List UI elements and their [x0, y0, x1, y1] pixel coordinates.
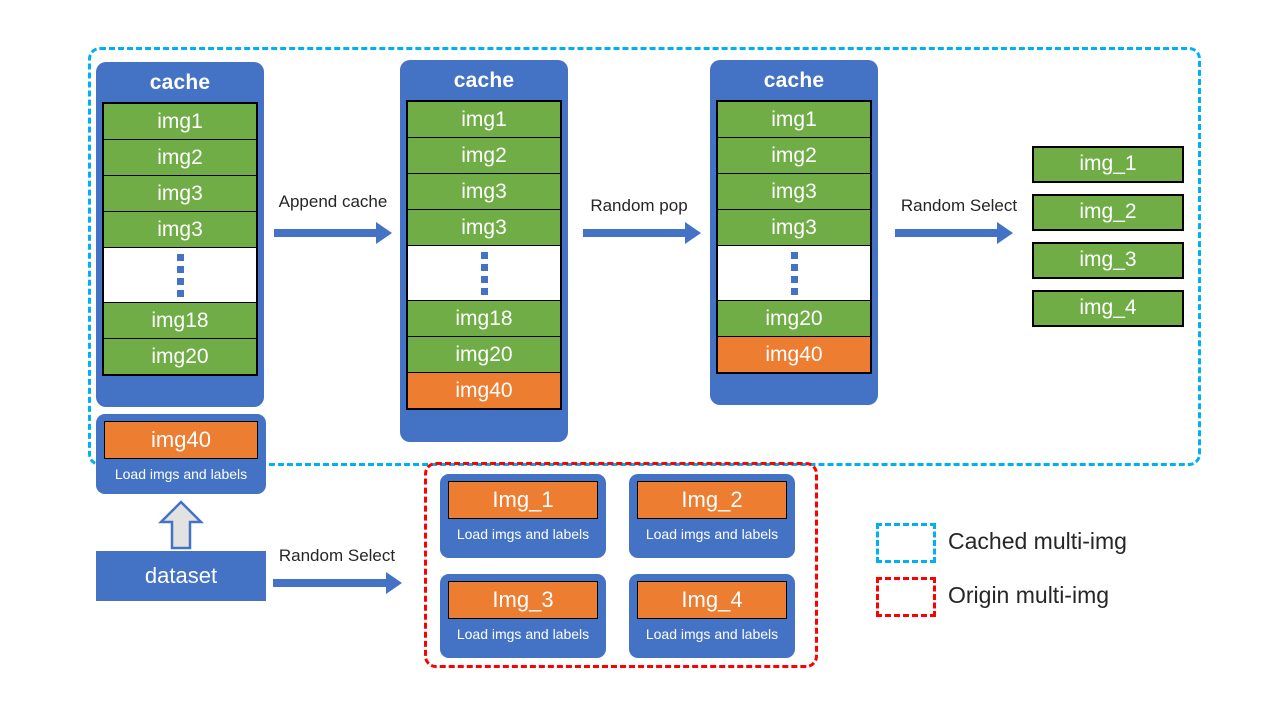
cache-row[interactable]: img1	[103, 103, 257, 140]
cache-row-new[interactable]: img40	[407, 372, 561, 409]
arrow-append-cache	[274, 222, 392, 244]
arrow-random-pop	[583, 222, 701, 244]
legend-swatch-cached	[876, 523, 936, 563]
cache-stage-1[interactable]: cache img1 img2 img3 img3 img18 img20	[96, 62, 264, 407]
arrow-label-random-select-bottom: Random Select	[278, 546, 396, 565]
origin-loader-card[interactable]: Img_3 Load imgs and labels	[440, 574, 606, 658]
cache-row[interactable]: img3	[717, 209, 871, 246]
cache-row[interactable]: img18	[103, 302, 257, 339]
vertical-ellipsis-icon	[480, 251, 488, 295]
loader-caption: Load imgs and labels	[456, 526, 590, 542]
selected-output-chip[interactable]: img_1	[1032, 146, 1184, 183]
arrow-random-select-top	[895, 222, 1013, 244]
arrow-random-select-bottom	[273, 572, 403, 594]
cache-row[interactable]: img18	[407, 300, 561, 337]
selected-output-chip[interactable]: img_4	[1032, 290, 1184, 327]
loader-thumb: Img_3	[448, 581, 598, 619]
loader-thumb: Img_2	[637, 481, 787, 519]
dataset-box[interactable]: dataset	[96, 551, 266, 601]
origin-loader-card[interactable]: Img_4 Load imgs and labels	[629, 574, 795, 658]
vertical-ellipsis-icon	[790, 251, 798, 295]
cache-row[interactable]: img1	[717, 101, 871, 138]
arrow-label-random-select-top: Random Select	[900, 196, 1018, 215]
legend-label-origin: Origin multi-img	[948, 582, 1110, 608]
cache-row[interactable]: img3	[407, 173, 561, 210]
loader-thumb: Img_4	[637, 581, 787, 619]
cache-row-list: img1 img2 img3 img3 img18 img20 img40	[406, 100, 562, 410]
origin-loader-card[interactable]: Img_2 Load imgs and labels	[629, 474, 795, 558]
cache-row[interactable]: img2	[717, 137, 871, 174]
vertical-ellipsis-icon	[176, 253, 184, 297]
loader-thumb: Img_1	[448, 481, 598, 519]
cache-stage-3[interactable]: cache img1 img2 img3 img3 img20 img40	[710, 60, 878, 405]
upload-arrow-icon	[157, 500, 205, 555]
dataset-label: dataset	[144, 563, 218, 588]
cache-row[interactable]: img1	[407, 101, 561, 138]
loader-caption: Load imgs and labels	[645, 626, 779, 642]
selected-output-chip[interactable]: img_2	[1032, 194, 1184, 231]
cache-row[interactable]: img3	[103, 211, 257, 248]
cache-stage-2[interactable]: cache img1 img2 img3 img3 img18 img20 im…	[400, 60, 568, 442]
loader-caption: Load imgs and labels	[645, 526, 779, 542]
cache-row[interactable]: img2	[103, 139, 257, 176]
region-origin-multi-img	[424, 462, 818, 668]
cache-row[interactable]: img2	[407, 137, 561, 174]
cache-row-ellipsis	[717, 245, 871, 301]
cache-row[interactable]: img20	[717, 300, 871, 337]
cache-title: cache	[149, 71, 211, 94]
cache-title: cache	[763, 69, 825, 92]
arrow-label-random-pop: Random pop	[590, 196, 688, 215]
legend-label-cached: Cached multi-img	[948, 528, 1127, 554]
cache-title: cache	[453, 69, 515, 92]
cache-row[interactable]: img3	[717, 173, 871, 210]
loader-caption: Load imgs and labels	[456, 626, 590, 642]
cache-row[interactable]: img20	[103, 338, 257, 375]
loader-card-cache[interactable]: img40 Load imgs and labels	[96, 414, 266, 494]
legend-swatch-origin	[876, 577, 936, 617]
loader-thumb: img40	[104, 421, 258, 459]
origin-loader-card[interactable]: Img_1 Load imgs and labels	[440, 474, 606, 558]
cache-row-ellipsis	[407, 245, 561, 301]
cache-row-list: img1 img2 img3 img3 img20 img40	[716, 100, 872, 374]
selected-output-chip[interactable]: img_3	[1032, 242, 1184, 279]
cache-row[interactable]: img3	[407, 209, 561, 246]
cache-row-list: img1 img2 img3 img3 img18 img20	[102, 102, 258, 376]
loader-caption: Load imgs and labels	[114, 466, 248, 482]
arrow-label-append-cache: Append cache	[278, 192, 388, 211]
cache-row[interactable]: img20	[407, 336, 561, 373]
cache-row-ellipsis	[103, 247, 257, 303]
cache-row[interactable]: img3	[103, 175, 257, 212]
cache-row-new[interactable]: img40	[717, 336, 871, 373]
